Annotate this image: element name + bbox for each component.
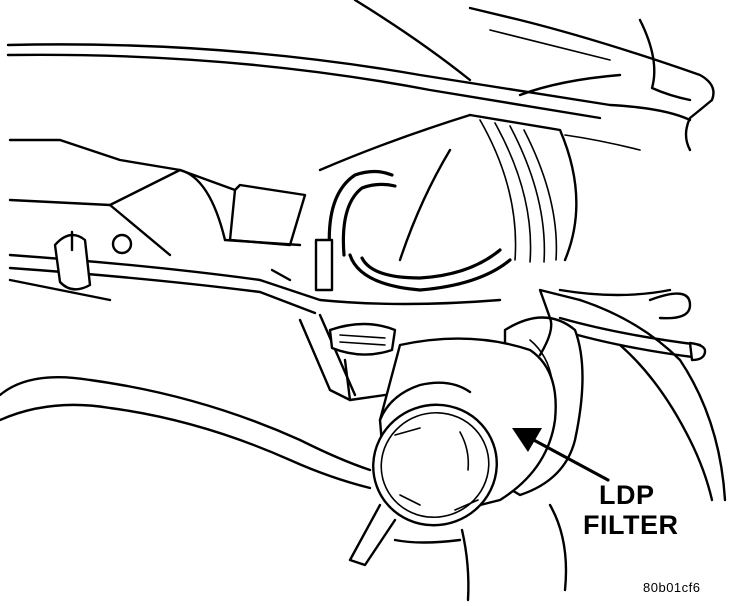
upper-body-panel xyxy=(6,0,715,152)
arrowhead-icon xyxy=(512,428,542,452)
filter-strap xyxy=(348,503,470,602)
callout-label-ldp: LDP xyxy=(599,480,655,510)
figure-code: 80b01cf6 xyxy=(643,580,701,595)
frame-rail xyxy=(0,288,727,502)
mounting-bracket xyxy=(298,313,422,402)
vent-hoses xyxy=(270,169,512,292)
line-clip xyxy=(53,230,133,291)
fuel-lines xyxy=(8,253,707,362)
fuel-tank-housing xyxy=(8,138,307,257)
callout-label-filter: FILTER xyxy=(583,510,679,540)
callout-arrow xyxy=(512,428,610,482)
heat-shield xyxy=(318,113,641,263)
ldp-filter-canister xyxy=(372,316,557,527)
